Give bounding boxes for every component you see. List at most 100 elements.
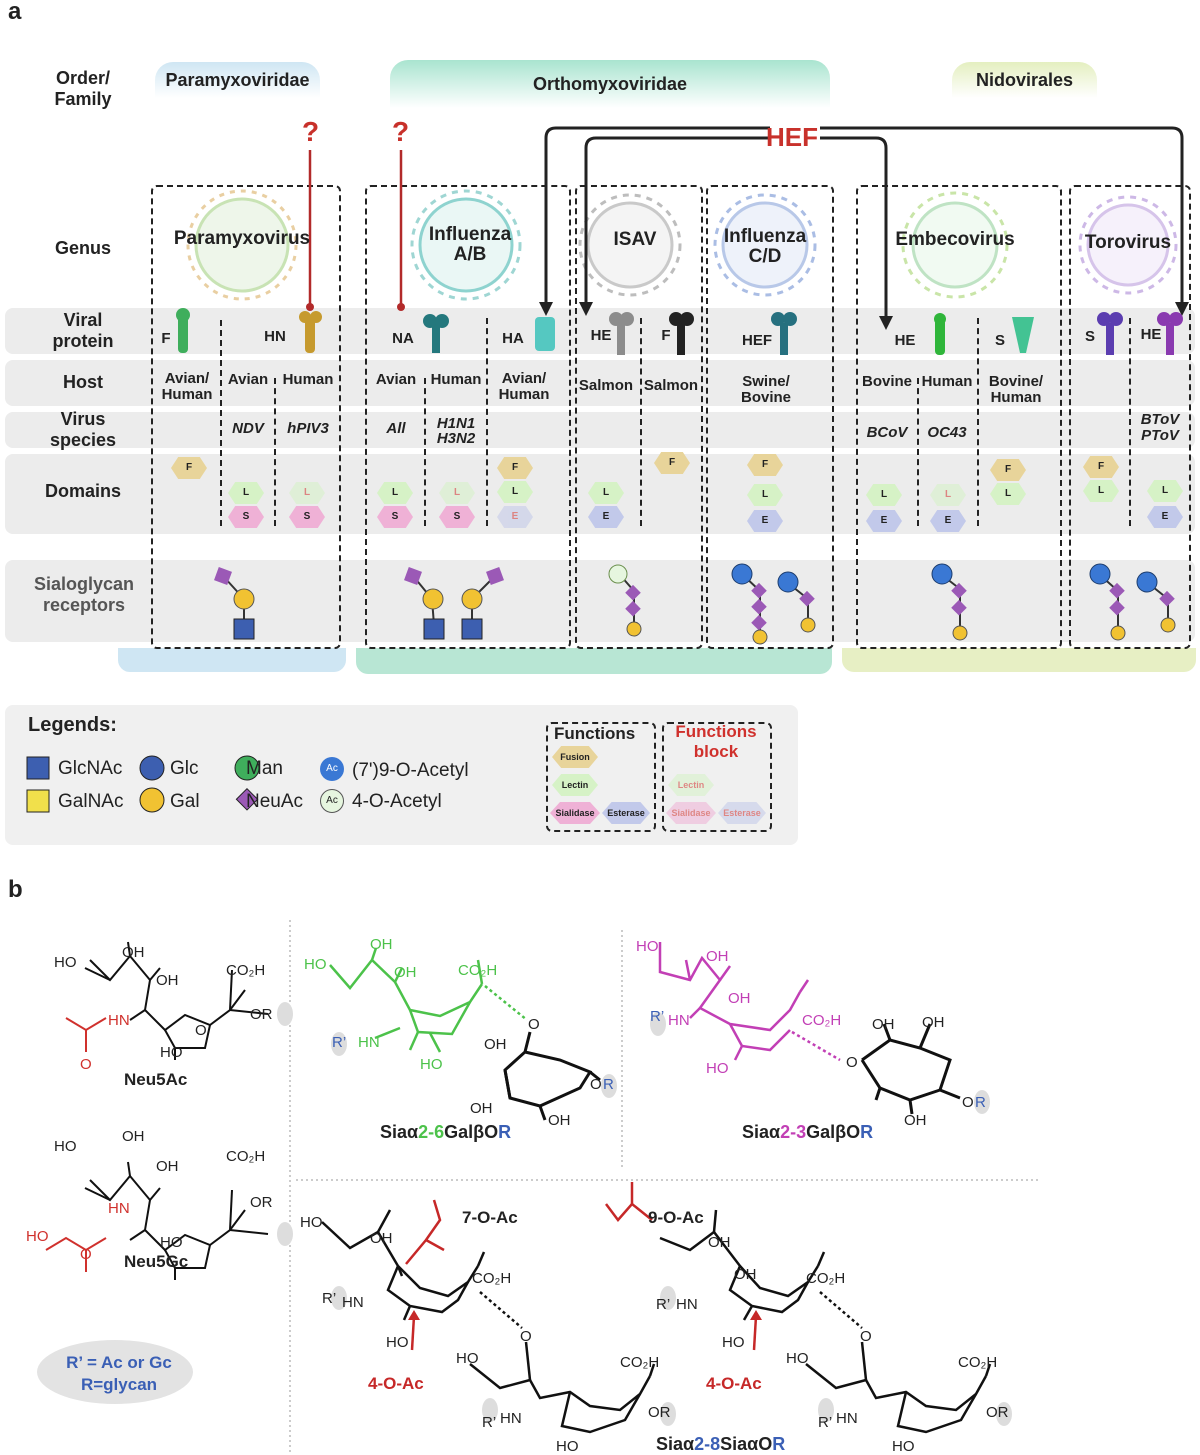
- f-protein-icon: [176, 308, 190, 353]
- panel-b-label: b: [8, 876, 23, 903]
- legend-neuac: NeuAc: [246, 791, 304, 812]
- host: Bovine: [861, 373, 912, 390]
- chem-label: HN: [108, 1200, 130, 1217]
- domain-lectin: L: [1083, 480, 1119, 502]
- domain-lectin: L: [747, 484, 783, 506]
- chem-label: OH: [394, 964, 417, 981]
- r-definition: R’ = Ac or Gc R=glycan: [54, 1352, 184, 1396]
- gal-26-structure: [503, 1031, 601, 1121]
- gal-icon: [139, 787, 165, 813]
- chem-label: OR: [250, 1194, 273, 1211]
- protein-na: NA: [392, 330, 414, 347]
- chem-label: HO: [456, 1350, 479, 1367]
- genus-torovirus: Torovirus: [1084, 232, 1172, 253]
- r-part: R: [860, 1122, 874, 1142]
- legend-fusion: Fusion: [552, 746, 598, 768]
- genus-box-paramyxovirus: [151, 185, 341, 649]
- row-band-species: [5, 412, 1195, 448]
- domain-esterase: E: [866, 510, 902, 532]
- question-mark: ?: [302, 116, 320, 147]
- legend-sialidase-blocked: Sialidase: [666, 802, 716, 824]
- chem-label: HO: [160, 1234, 183, 1251]
- divider: [424, 378, 426, 526]
- row-label-protein: Viral protein: [52, 310, 114, 351]
- protein-hn: HN: [264, 328, 286, 345]
- divider: [977, 318, 979, 526]
- family-orthomyxoviridae: Orthomyxoviridae: [390, 60, 830, 108]
- chem-label: OH: [734, 1266, 757, 1283]
- chem-label: O: [80, 1246, 92, 1263]
- row-label-order: Order/ Family: [54, 68, 112, 109]
- chem-label: OR: [250, 1006, 273, 1023]
- gal-part: GalβO: [444, 1122, 499, 1142]
- neu5gc-structure: [84, 1161, 269, 1280]
- chem-label: O: [528, 1016, 540, 1033]
- protein-ha: HA: [502, 330, 524, 347]
- panel-a-label: a: [8, 0, 22, 25]
- chem-label: HO: [786, 1350, 809, 1367]
- virus-illustrations: [186, 126, 1189, 330]
- chem-label: R’: [656, 1296, 671, 1313]
- legend-sialidase: Sialidase: [550, 802, 600, 824]
- chem-label: CO₂H: [620, 1354, 660, 1371]
- hef-label: HEF: [766, 122, 818, 152]
- host: Avian: [227, 371, 269, 388]
- genus-box-torovirus: [1069, 185, 1191, 649]
- divider: [274, 378, 276, 526]
- chem-label: HN: [108, 1012, 130, 1029]
- question-mark: ?: [392, 116, 410, 147]
- chem-label: OH: [728, 990, 751, 1007]
- family-label: Paramyxoviridae: [165, 70, 310, 90]
- chem-label: CO₂H: [226, 962, 266, 979]
- chem-label: OH: [156, 1158, 179, 1175]
- na-protein-icon: [423, 314, 449, 353]
- viral-protein-icons: [176, 308, 1183, 355]
- genus-box-embecovirus: [856, 185, 1062, 649]
- sia-reducing-part: SiaαO: [720, 1434, 773, 1454]
- legend-lectin-blocked: Lectin: [668, 774, 714, 796]
- legend-4-o-acetyl: 4-O-Acetyl: [352, 791, 442, 812]
- protein-s-toro: S: [1084, 328, 1095, 345]
- genus-box-influenza-cd: [706, 185, 834, 649]
- 9-o-ac-label: 9-O-Ac: [648, 1208, 704, 1227]
- r-part: R: [772, 1434, 786, 1454]
- chem-label: HO: [636, 938, 659, 955]
- influenza-ab-receptor: [404, 567, 504, 640]
- sia28-9oac-reducing-structure: [805, 1341, 992, 1434]
- chem-label: O: [590, 1076, 602, 1093]
- protein-f: F: [161, 330, 171, 347]
- species: OC43: [927, 424, 967, 441]
- domain-lectin: L: [1147, 480, 1183, 502]
- chem-label: HN: [676, 1296, 698, 1313]
- sia-part: Siaα: [656, 1434, 695, 1454]
- chem-label: HN: [836, 1410, 858, 1427]
- linkage-part: 2-6: [418, 1122, 445, 1142]
- chem-label: O: [80, 1056, 92, 1073]
- family-band-yellow: [842, 648, 1196, 672]
- chem-label: OH: [470, 1100, 493, 1117]
- neu5ac-label: Neu5Ac: [124, 1070, 188, 1089]
- protein-he-isav: HE: [590, 327, 612, 344]
- genus-influenza-ab: Influenza A/B: [428, 224, 512, 265]
- influenza-ab-particle-icon: [418, 197, 514, 293]
- sia28-7oac-reducing-structure: [469, 1341, 656, 1434]
- domain-esterase: E: [930, 510, 966, 532]
- legend-man: Man: [246, 758, 283, 779]
- species: NDV: [232, 420, 264, 437]
- r-glycan-definition: R=glycan: [80, 1375, 158, 1394]
- neu5gc-label: Neu5Gc: [124, 1252, 189, 1271]
- host: Avian/ Human: [498, 370, 550, 403]
- ha-protein-icon: [535, 317, 555, 351]
- chem-label: OH: [922, 1014, 945, 1031]
- row-band-protein: [5, 308, 1195, 354]
- domain-fusion: F: [747, 454, 783, 476]
- chem-label: O: [962, 1094, 974, 1111]
- linkage-part: 2-8: [694, 1434, 721, 1454]
- family-paramyxoviridae: Paramyxoviridae: [155, 62, 320, 98]
- he-protein-icon: [609, 312, 634, 355]
- chem-label: R: [975, 1094, 986, 1111]
- legend-gal: Gal: [170, 791, 200, 812]
- legend-glcnac: GlcNAc: [58, 758, 123, 779]
- gal-part: GalβO: [806, 1122, 861, 1142]
- domain-esterase: E: [588, 506, 624, 528]
